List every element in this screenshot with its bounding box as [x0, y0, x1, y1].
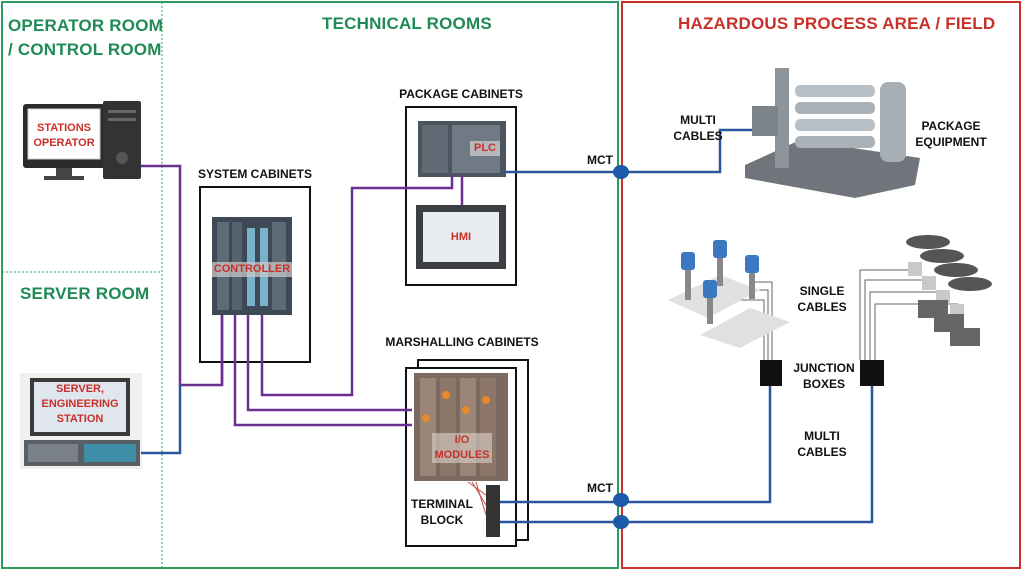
controller-label: CONTROLLER: [212, 262, 292, 277]
io-modules-rack: [414, 373, 508, 481]
terminal-block-label: TERMINAL BLOCK: [411, 497, 473, 527]
junction-boxes-label: JUNCTION BOXES: [793, 361, 855, 391]
package-cabinet-frame: [405, 106, 517, 286]
marshalling-cabinets-label: MARSHALLING CABINETS: [385, 335, 539, 349]
system-cabinets-label: SYSTEM CABINETS: [197, 167, 312, 181]
mct-label-bottom: MCT: [587, 481, 613, 495]
server-engineering-station-label: SERVER, ENGINEERING STATION: [34, 382, 126, 427]
package-equipment-label: PACKAGE EQUIPMENT: [915, 119, 987, 149]
zone-title-operator-room: OPERATOR ROOM / CONTROL ROOM: [8, 16, 163, 59]
system-cabinet-frame: [199, 186, 311, 363]
transmitters-group: [668, 240, 790, 348]
hmi-label: HMI: [450, 231, 472, 243]
plc-label: PLC: [470, 141, 500, 156]
junction-box-2: [860, 360, 884, 386]
junction-box-1: [760, 360, 782, 386]
mct-node-top: [613, 165, 629, 179]
mct-label-top: MCT: [587, 153, 613, 167]
zone-title-server-room: SERVER ROOM: [20, 284, 150, 303]
stations-operator-label: STATIONS OPERATOR: [33, 122, 95, 149]
multi-cables-label-bottom: MULTI CABLES: [797, 429, 847, 459]
terminal-block: [467, 481, 500, 537]
operator-station-computer: [23, 101, 141, 180]
mct-node-bottom-2: [613, 515, 629, 529]
multi-cables-label-top: MULTI CABLES: [673, 113, 723, 143]
io-modules-label: I/O MODULES: [432, 433, 492, 463]
hmi-panel: [416, 205, 506, 269]
mct-node-bottom-1: [613, 493, 629, 507]
zone-title-technical-rooms: TECHNICAL ROOMS: [322, 14, 492, 33]
single-cables-label: SINGLE CABLES: [797, 284, 847, 314]
operator-technical-zone-frame: [1, 1, 619, 569]
package-equipment-skid: [745, 68, 920, 198]
hazardous-zone-frame: [621, 1, 1021, 569]
zone-title-hazardous-area: HAZARDOUS PROCESS AREA / FIELD: [678, 14, 996, 33]
package-cabinets-label: PACKAGE CABINETS: [399, 87, 523, 101]
control-valves-group: [906, 235, 992, 346]
